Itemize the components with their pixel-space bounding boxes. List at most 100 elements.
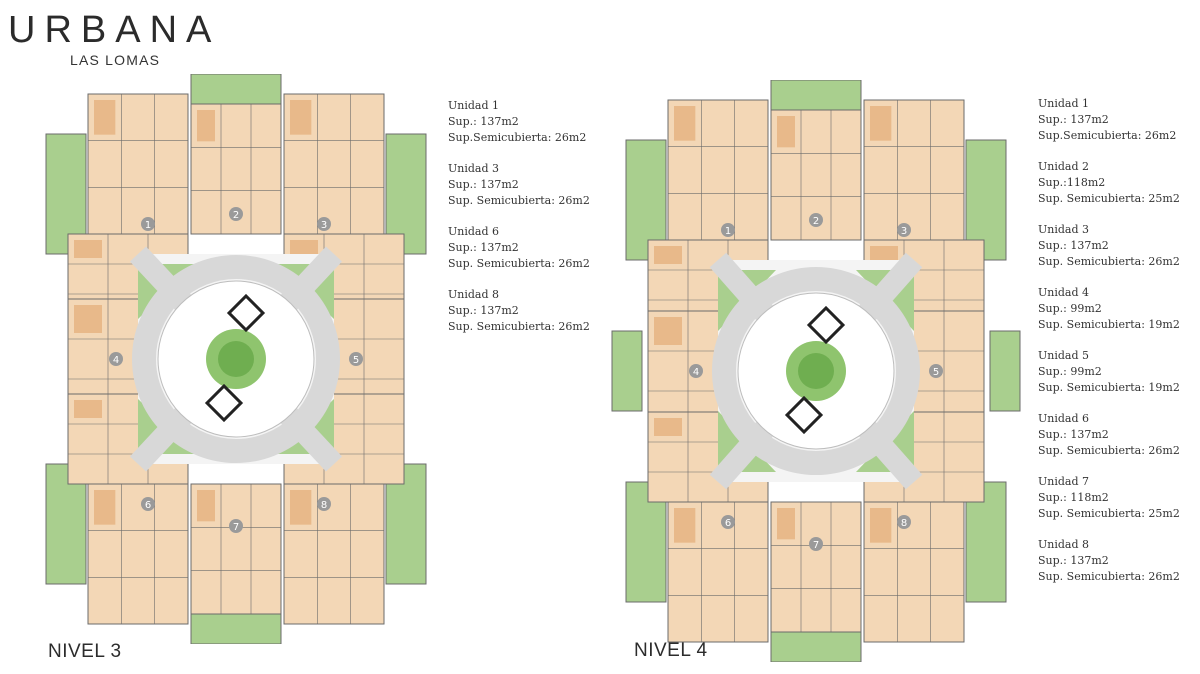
room-accent — [197, 110, 215, 142]
garden-area — [190, 74, 282, 105]
unit-marker — [109, 352, 123, 366]
room-accent — [94, 490, 116, 525]
unit-marker-label: 1 — [725, 226, 731, 237]
level-label: NIVEL 4 — [634, 640, 708, 661]
unit-marker — [229, 207, 243, 221]
unit-name: Unidad 2 — [1038, 160, 1090, 173]
unit-name: Unidad 1 — [448, 99, 500, 112]
room-accent — [870, 106, 892, 141]
unit-marker-label: 4 — [693, 367, 699, 378]
units-list-nivel-4: Unidad 1 Sup.: 137m2 Sup.Semicubierta: 2… — [1038, 96, 1180, 600]
unit-marker — [141, 497, 155, 511]
unit-name: Unidad 5 — [1038, 349, 1090, 362]
room-accent — [654, 317, 682, 345]
units-list-nivel-3: Unidad 1 Sup.: 137m2 Sup.Semicubierta: 2… — [448, 98, 590, 350]
unit-semicovered-area: Sup. Semicubierta: 26m2 — [448, 320, 590, 333]
unit-area: Sup.: 137m2 — [448, 178, 519, 191]
unit-marker — [721, 515, 735, 529]
unit-info: Unidad 5 Sup.: 99m2 Sup. Semicubierta: 1… — [1038, 348, 1180, 396]
brand-logo: URBANA LAS LOMAS — [8, 10, 220, 68]
unit-marker-label: 6 — [145, 500, 151, 511]
unit-marker-label: 8 — [321, 500, 327, 511]
apartment-block — [283, 93, 385, 235]
skylight — [204, 383, 244, 423]
unit-info: Unidad 8 Sup.: 137m2 Sup. Semicubierta: … — [1038, 537, 1180, 585]
unit-marker — [809, 537, 823, 551]
unit-name: Unidad 6 — [1038, 412, 1090, 425]
unit-info: Unidad 4 Sup.: 99m2 Sup. Semicubierta: 1… — [1038, 285, 1180, 333]
room-accent — [290, 100, 312, 135]
unit-semicovered-area: Sup.Semicubierta: 26m2 — [448, 131, 587, 144]
garden-area — [989, 330, 1021, 412]
unit-area: Sup.: 137m2 — [1038, 239, 1109, 252]
unit-semicovered-area: Sup. Semicubierta: 26m2 — [448, 257, 590, 270]
unit-info: Unidad 3 Sup.: 137m2 Sup. Semicubierta: … — [1038, 222, 1180, 270]
unit-info: Unidad 6 Sup.: 137m2 Sup. Semicubierta: … — [1038, 411, 1180, 459]
unit-marker-label: 7 — [813, 540, 819, 551]
room-accent — [197, 490, 215, 522]
unit-area: Sup.: 99m2 — [1038, 302, 1102, 315]
unit-area: Sup.: 137m2 — [1038, 428, 1109, 441]
garden-area — [190, 613, 282, 644]
room-accent — [74, 400, 102, 418]
unit-name: Unidad 8 — [448, 288, 500, 301]
unit-marker-label: 3 — [901, 226, 907, 237]
unit-area: Sup.: 99m2 — [1038, 365, 1102, 378]
unit-area: Sup.:118m2 — [1038, 176, 1106, 189]
unit-marker-label: 1 — [145, 220, 151, 231]
room-accent — [94, 100, 116, 135]
garden-area — [770, 631, 862, 662]
unit-info: Unidad 7 Sup.: 118m2 Sup. Semicubierta: … — [1038, 474, 1180, 522]
unit-area: Sup.: 137m2 — [448, 304, 519, 317]
unit-marker — [721, 223, 735, 237]
central-tree — [798, 353, 834, 389]
room-accent — [870, 508, 892, 543]
unit-semicovered-area: Sup. Semicubierta: 26m2 — [1038, 570, 1180, 583]
unit-marker — [897, 515, 911, 529]
unit-name: Unidad 8 — [1038, 538, 1090, 551]
room-accent — [674, 508, 696, 543]
room-accent — [777, 116, 795, 148]
unit-area: Sup.: 137m2 — [1038, 554, 1109, 567]
unit-semicovered-area: Sup. Semicubierta: 26m2 — [448, 194, 590, 207]
garden-area — [611, 330, 643, 412]
courtyard-path — [132, 255, 340, 463]
room-accent — [290, 490, 312, 525]
room-accent — [74, 305, 102, 333]
unit-semicovered-area: Sup.Semicubierta: 26m2 — [1038, 129, 1177, 142]
unit-marker-label: 2 — [233, 210, 239, 221]
unit-semicovered-area: Sup. Semicubierta: 25m2 — [1038, 507, 1180, 520]
floor-plan-drawing: 1 2 3 4 5 6 7 8 — [611, 80, 1021, 662]
unit-marker-label: 8 — [901, 518, 907, 529]
room-accent — [74, 240, 102, 258]
unit-info: Unidad 6 Sup.: 137m2 Sup. Semicubierta: … — [448, 224, 590, 272]
unit-info: Unidad 2 Sup.:118m2 Sup. Semicubierta: 2… — [1038, 159, 1180, 207]
unit-marker — [809, 213, 823, 227]
brand-subtitle: LAS LOMAS — [70, 52, 161, 68]
unit-name: Unidad 4 — [1038, 286, 1090, 299]
room-accent — [870, 246, 898, 264]
unit-name: Unidad 3 — [448, 162, 500, 175]
room-accent — [654, 246, 682, 264]
unit-info: Unidad 1 Sup.: 137m2 Sup.Semicubierta: 2… — [448, 98, 590, 146]
unit-info: Unidad 3 Sup.: 137m2 Sup. Semicubierta: … — [448, 161, 590, 209]
central-tree — [218, 341, 254, 377]
skylight — [784, 395, 824, 435]
unit-marker-label: 6 — [725, 518, 731, 529]
unit-marker — [317, 217, 331, 231]
unit-area: Sup.: 137m2 — [448, 115, 519, 128]
unit-info: Unidad 8 Sup.: 137m2 Sup. Semicubierta: … — [448, 287, 590, 335]
unit-semicovered-area: Sup. Semicubierta: 19m2 — [1038, 318, 1180, 331]
level-label: NIVEL 3 — [48, 641, 122, 662]
brand-name: URBANA — [8, 9, 221, 51]
unit-marker-label: 5 — [933, 367, 939, 378]
unit-marker-label: 2 — [813, 216, 819, 227]
unit-name: Unidad 1 — [1038, 97, 1090, 110]
room-accent — [674, 106, 696, 141]
unit-marker-label: 4 — [113, 355, 119, 366]
unit-marker — [317, 497, 331, 511]
garden-area — [770, 80, 862, 111]
unit-marker-label: 3 — [321, 220, 327, 231]
